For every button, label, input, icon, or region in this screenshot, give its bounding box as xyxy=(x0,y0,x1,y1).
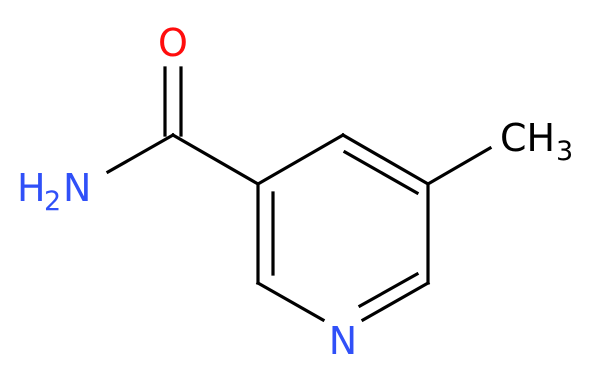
amine-label: H 2 N xyxy=(17,166,91,217)
bond-carbonyl-n xyxy=(105,132,176,175)
amine-n: N xyxy=(63,166,91,210)
oxygen-label: O xyxy=(158,21,188,65)
amine-h: H xyxy=(17,166,46,210)
methyl-subscript: 3 xyxy=(556,136,573,167)
bond-n-c2 xyxy=(255,280,326,323)
bond-c4-c5 xyxy=(340,132,431,187)
bond-c6-n-inner xyxy=(357,271,420,309)
carboxamide-group xyxy=(105,66,261,187)
bond-c5-methyl xyxy=(425,145,493,187)
amine-subscript: 2 xyxy=(44,186,61,217)
methyl-ch: CH xyxy=(500,116,555,160)
bond-c3-c4 xyxy=(255,132,346,187)
pyridine-ring xyxy=(255,132,431,323)
bond-c4-c5-inner xyxy=(342,149,420,196)
ring-nitrogen-label: N xyxy=(329,319,357,363)
bond-c6-n xyxy=(360,280,431,323)
bond-c3-carbonyl xyxy=(170,132,261,187)
methyl-label: CH 3 xyxy=(500,116,573,167)
